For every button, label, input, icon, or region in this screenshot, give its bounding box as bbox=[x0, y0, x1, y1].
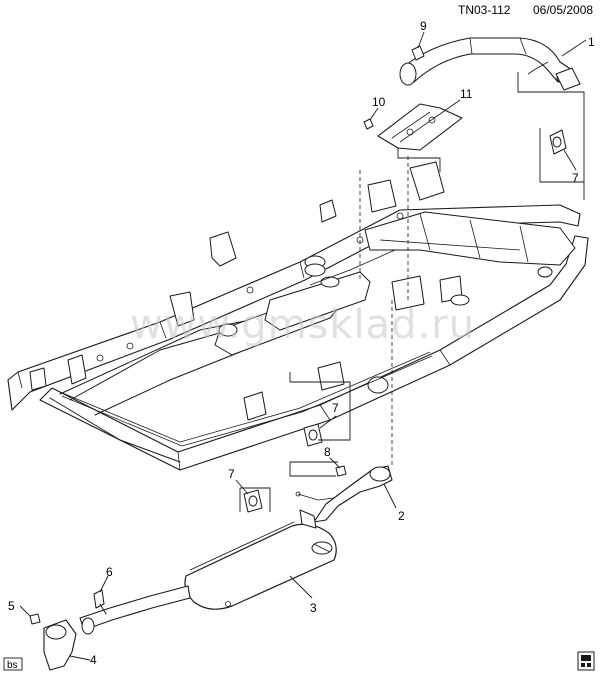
part-2-intermediate-pipe bbox=[295, 465, 393, 523]
drawing-date: 06/05/2008 bbox=[533, 3, 593, 17]
callout-2: 2 bbox=[398, 509, 405, 523]
leader-lines bbox=[19, 39, 587, 661]
part-1-front-exhaust-pipe bbox=[399, 37, 581, 91]
part-10-bolt bbox=[363, 118, 374, 130]
callout-5: 5 bbox=[8, 599, 15, 613]
corner-tag-text: bs bbox=[7, 660, 18, 671]
callout-8: 8 bbox=[324, 445, 331, 459]
callout-6: 6 bbox=[106, 565, 113, 579]
part-7-hanger-upper bbox=[549, 129, 567, 155]
part-6-hanger bbox=[93, 589, 107, 615]
callout-11: 11 bbox=[460, 87, 473, 101]
callout-7-upper: 7 bbox=[572, 171, 579, 185]
part-8-bolt bbox=[335, 465, 347, 477]
vehicle-icon bbox=[577, 651, 595, 671]
drawing-id: TN03-112 bbox=[458, 3, 511, 17]
callout-10: 10 bbox=[372, 95, 386, 109]
part-9-oxygen-sensor bbox=[411, 31, 425, 61]
callout-7-left: 7 bbox=[228, 467, 235, 481]
part-3-muffler bbox=[184, 509, 337, 610]
part-4-exhaust-tip bbox=[43, 617, 95, 671]
part-11-heat-shield bbox=[377, 103, 463, 151]
callout-labels: 1 2 3 4 5 6 7 7 7 8 9 10 11 bbox=[8, 19, 595, 667]
part-7-hanger-left bbox=[243, 489, 263, 513]
corner-tag: bs bbox=[3, 657, 23, 671]
part-5-bolt bbox=[29, 613, 41, 625]
callout-3: 3 bbox=[310, 601, 317, 615]
callout-7-center: 7 bbox=[332, 401, 339, 415]
watermark: www.gmsklad.ru bbox=[130, 302, 475, 348]
callout-9: 9 bbox=[420, 19, 427, 33]
vehicle-frame bbox=[7, 161, 589, 471]
callout-4: 4 bbox=[90, 653, 97, 667]
callout-1: 1 bbox=[588, 35, 595, 49]
part-7-hanger-center bbox=[303, 423, 323, 447]
